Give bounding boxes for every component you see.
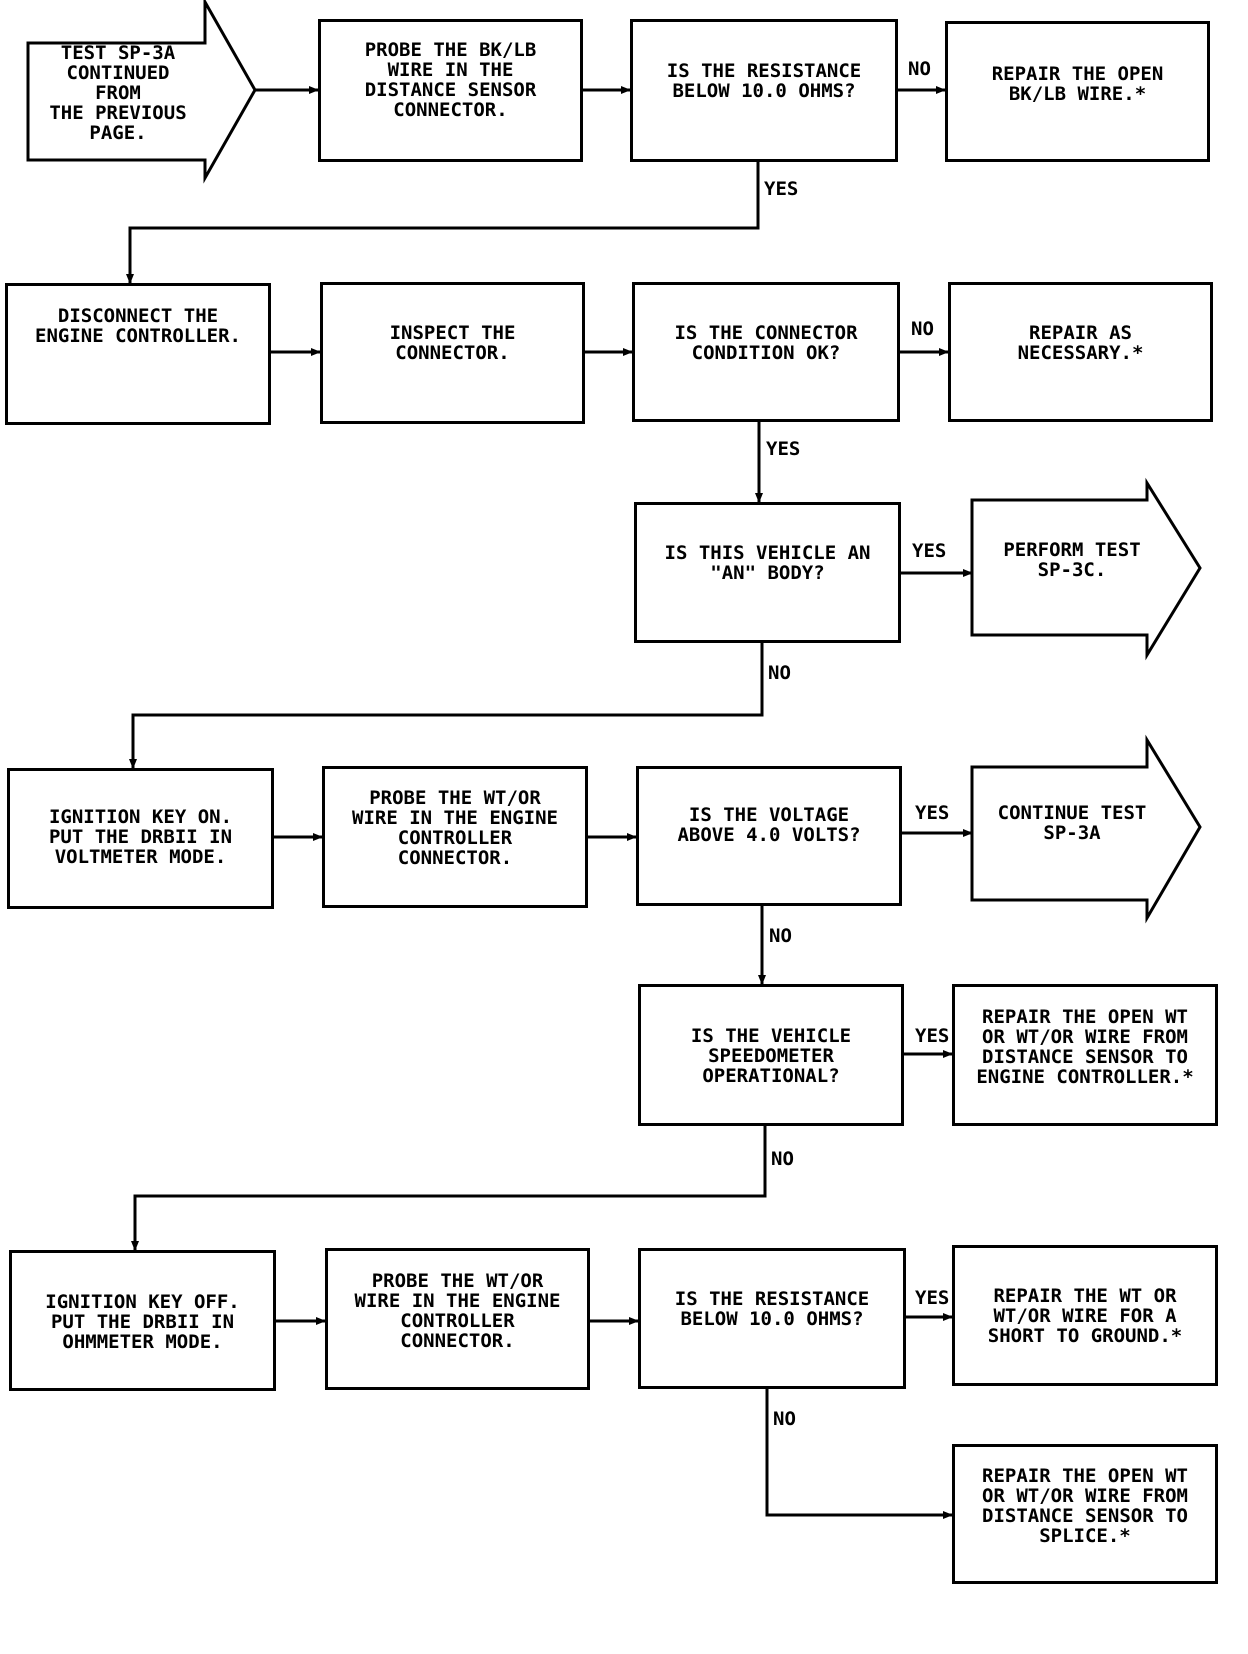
resistance-decision-2-text: IS THE RESISTANCE BELOW 10.0 OHMS? [674,1288,870,1330]
start-terminator-text: TEST SP-3A CONTINUED FROM THE PREVIOUS P… [49,42,187,144]
voltage-decision: IS THE VOLTAGE ABOVE 4.0 VOLTS? [636,766,902,906]
disconnect-controller-text: DISCONNECT THE ENGINE CONTROLLER. [35,305,241,347]
repair-open-wt-controller-text: REPAIR THE OPEN WT OR WT/OR WIRE FROM DI… [976,1006,1194,1088]
speedometer-decision-text: IS THE VEHICLE SPEEDOMETER OPERATIONAL? [690,1025,852,1087]
branch-label-no-5: NO [771,1148,794,1170]
inspect-connector-step: INSPECT THE CONNECTOR. [320,282,585,424]
continue-sp3a-text: CONTINUE TEST SP-3A [997,802,1147,844]
probe-wt-or-2-text: PROBE THE WT/OR WIRE IN THE ENGINE CONTR… [354,1270,561,1352]
continue-sp3a-terminator: CONTINUE TEST SP-3A [972,767,1202,901]
ignition-off-text: IGNITION KEY OFF. PUT THE DRBII IN OHMME… [45,1291,240,1353]
branch-label-yes-6: YES [915,1287,950,1309]
sp3c-arrow-shape [970,477,1202,661]
ignition-off-step: IGNITION KEY OFF. PUT THE DRBII IN OHMME… [9,1250,276,1391]
an-body-decision: IS THIS VEHICLE AN "AN" BODY? [634,502,901,643]
branch-label-no-6: NO [773,1408,796,1430]
branch-label-yes-3: YES [912,540,947,562]
repair-short-ground-action: REPAIR THE WT OR WT/OR WIRE FOR A SHORT … [952,1245,1218,1386]
repair-as-necessary-action: REPAIR AS NECESSARY.* [948,282,1213,422]
connector-ok-decision: IS THE CONNECTOR CONDITION OK? [632,282,900,422]
start-terminator: TEST SP-3A CONTINUED FROM THE PREVIOUS P… [28,43,258,161]
probe-bk-lb-step: PROBE THE BK/LB WIRE IN THE DISTANCE SEN… [318,19,583,162]
resistance-decision-2: IS THE RESISTANCE BELOW 10.0 OHMS? [638,1248,906,1389]
branch-label-yes-5: YES [915,1025,950,1047]
repair-open-wt-splice-action: REPAIR THE OPEN WT OR WT/OR WIRE FROM DI… [952,1444,1218,1584]
probe-bk-lb-text: PROBE THE BK/LB WIRE IN THE DISTANCE SEN… [364,39,537,121]
branch-label-no-1: NO [908,58,931,80]
repair-open-wt-splice-text: REPAIR THE OPEN WT OR WT/OR WIRE FROM DI… [982,1465,1188,1547]
repair-as-necessary-text: REPAIR AS NECESSARY.* [1017,322,1144,364]
voltage-decision-text: IS THE VOLTAGE ABOVE 4.0 VOLTS? [677,804,861,846]
branch-label-no-3: NO [768,662,791,684]
repair-short-ground-text: REPAIR THE WT OR WT/OR WIRE FOR A SHORT … [987,1285,1183,1347]
sp3a-arrow-shape [970,734,1202,924]
an-body-decision-text: IS THIS VEHICLE AN "AN" BODY? [664,542,871,584]
perform-sp3c-text: PERFORM TEST SP-3C. [1003,539,1141,581]
branch-label-yes-2: YES [766,438,801,460]
ignition-on-step: IGNITION KEY ON. PUT THE DRBII IN VOLTME… [7,768,274,909]
probe-wt-or-step-1: PROBE THE WT/OR WIRE IN THE ENGINE CONTR… [322,766,588,908]
speedometer-decision: IS THE VEHICLE SPEEDOMETER OPERATIONAL? [638,984,904,1126]
branch-label-yes-4: YES [915,802,950,824]
probe-wt-or-step-2: PROBE THE WT/OR WIRE IN THE ENGINE CONTR… [325,1248,590,1390]
repair-open-wt-controller-action: REPAIR THE OPEN WT OR WT/OR WIRE FROM DI… [952,984,1218,1126]
resistance-decision-1-text: IS THE RESISTANCE BELOW 10.0 OHMS? [666,60,862,102]
connector-ok-decision-text: IS THE CONNECTOR CONDITION OK? [674,322,858,364]
repair-open-bk-lb-text: REPAIR THE OPEN BK/LB WIRE.* [991,63,1164,105]
branch-label-no-2: NO [911,318,934,340]
start-arrow-shape [26,0,257,184]
resistance-decision-1: IS THE RESISTANCE BELOW 10.0 OHMS? [630,19,898,162]
branch-label-no-4: NO [769,925,792,947]
repair-open-bk-lb-action: REPAIR THE OPEN BK/LB WIRE.* [945,21,1210,162]
probe-wt-or-1-text: PROBE THE WT/OR WIRE IN THE ENGINE CONTR… [352,787,558,869]
ignition-on-text: IGNITION KEY ON. PUT THE DRBII IN VOLTME… [48,806,233,868]
inspect-connector-text: INSPECT THE CONNECTOR. [389,322,516,364]
perform-sp3c-terminator: PERFORM TEST SP-3C. [972,500,1202,636]
branch-label-yes-1: YES [764,178,799,200]
disconnect-controller-step: DISCONNECT THE ENGINE CONTROLLER. [5,283,271,425]
